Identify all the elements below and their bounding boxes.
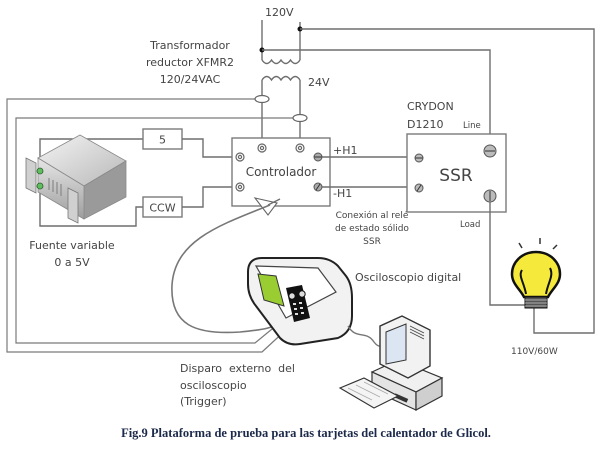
primary-coil	[261, 58, 301, 65]
figure-caption: Fig.9 Plataforma de prueba para las tarj…	[121, 426, 491, 440]
trigger-wire-outer	[6, 98, 289, 353]
ssr-brand-line1: CRYDON	[407, 100, 454, 113]
controller-label: Controlador	[246, 165, 317, 179]
supply-wire-loop	[39, 138, 143, 227]
secondary-coil	[261, 75, 301, 82]
keyboard-icon	[338, 377, 400, 409]
ssr-brand-line2: D1210	[407, 118, 443, 131]
knob-icon	[298, 290, 306, 298]
output-terminal-icon	[36, 167, 44, 175]
lamp-rating-label: 110V/60W	[511, 347, 558, 357]
transformer: 120V Transformador reductor XFMR2 120/24…	[146, 6, 330, 138]
trigger-label-line1: Disparo externo del	[180, 362, 295, 375]
ssr-label: SSR	[439, 166, 473, 186]
light-bulb-icon	[510, 250, 562, 299]
trigger-label-line2: osciloscopio	[180, 379, 247, 392]
signal-box-ccw-label: CCW	[149, 202, 175, 215]
vent-slots	[48, 178, 62, 196]
solid-state-relay: CRYDON D1210 Line SSR Load	[406, 100, 507, 230]
lamp-base	[524, 296, 548, 309]
power-supply-label-line2: 0 a 5V	[54, 256, 90, 269]
computer	[338, 315, 444, 412]
wire-5-to-controller	[182, 138, 232, 158]
secondary-voltage-label: 24V	[308, 76, 330, 89]
mains-wire-to-lamp	[300, 28, 595, 334]
ssr-load-label: Load	[460, 220, 480, 230]
neg-h1-label: -H1	[333, 187, 352, 200]
transformer-name-line1: Transformador	[149, 39, 230, 52]
signal-box-5-label: 5	[159, 134, 166, 147]
knob-icon	[288, 292, 296, 300]
output-terminal-icon	[36, 182, 44, 190]
rack-handle-icon	[25, 157, 79, 224]
ssr-note-line2: de estado sólido	[335, 223, 409, 234]
lamp: 110V/60W	[510, 238, 562, 357]
controller: Controlador	[231, 137, 331, 216]
trigger-wire-inner	[15, 117, 297, 344]
current-sensor-loop	[292, 113, 308, 123]
variable-power-supply: Fuente variable 0 a 5V	[25, 134, 143, 269]
ssr-note-line1: Conexión al relé	[336, 210, 409, 221]
trigger-label-line3: (Trigger)	[180, 395, 227, 408]
pos-h1-label: +H1	[333, 144, 358, 157]
mains-wire-to-ssr-line	[262, 49, 491, 146]
oscilloscope-screen	[257, 273, 285, 307]
transformer-name-line3: 120/24VAC	[160, 73, 221, 86]
transformer-name-line2: reductor XFMR2	[146, 56, 234, 69]
ssr-note-line3: SSR	[363, 237, 381, 247]
pc-case-side	[415, 376, 443, 412]
light-rays	[518, 238, 558, 250]
power-supply-label-line1: Fuente variable	[29, 239, 115, 252]
probe-cable	[171, 204, 286, 334]
primary-voltage-label: 120V	[265, 6, 294, 19]
wire-ccw-to-controller	[182, 186, 232, 208]
controller-box	[231, 137, 331, 207]
oscilloscope-label: Osciloscopio digital	[355, 271, 461, 284]
monitor-screen	[385, 323, 407, 365]
current-sensor-loop	[254, 94, 270, 104]
oscilloscope: Osciloscopio digital	[247, 257, 461, 346]
load-wire-to-lamp	[489, 202, 525, 306]
ssr-line-label: Line	[463, 121, 481, 131]
